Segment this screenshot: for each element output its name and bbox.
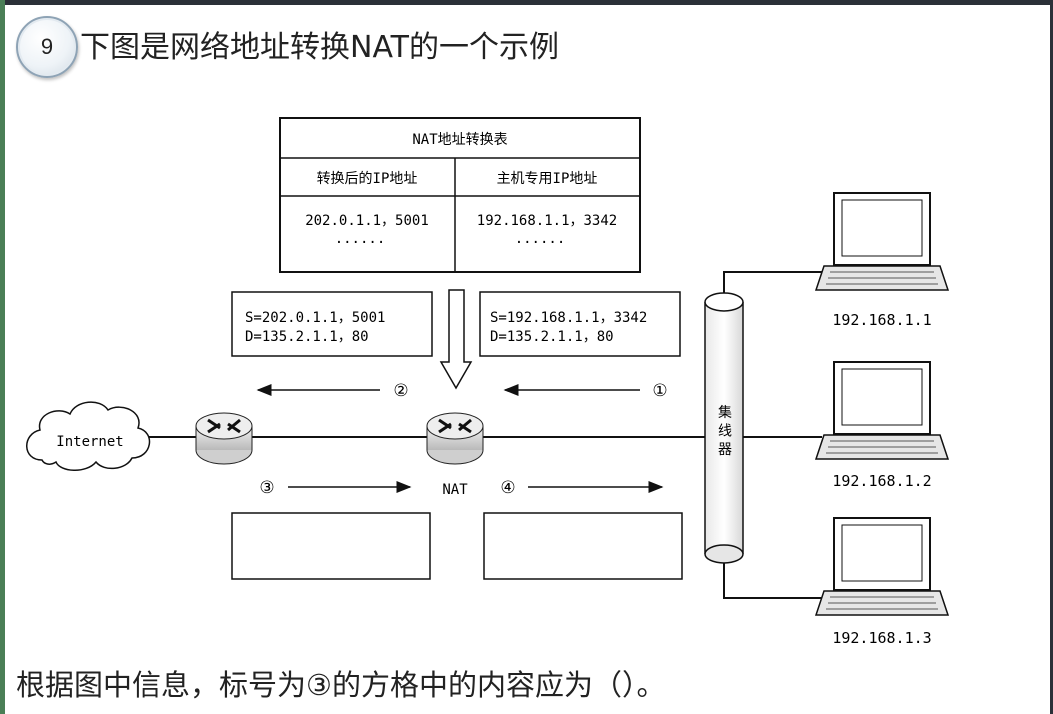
translate-down-arrow bbox=[439, 289, 473, 390]
marker-4: ④ bbox=[500, 478, 515, 498]
nat-table-cell-private: 192.168.1.1，3342 bbox=[477, 213, 617, 229]
laptop-icon-1 bbox=[814, 192, 950, 291]
hub-label: 集 线 器 bbox=[716, 404, 732, 456]
nat-router-icon bbox=[426, 412, 484, 465]
marker-2: ② bbox=[393, 381, 408, 401]
marker-1: ① bbox=[652, 381, 667, 401]
host-ip-2: 192.168.1.2 bbox=[832, 472, 931, 490]
page-title: 下图是网络地址转换NAT的一个示例 bbox=[80, 30, 559, 65]
window-right-border bbox=[1050, 0, 1053, 714]
answer-box-3 bbox=[231, 512, 431, 580]
host-ip-3: 192.168.1.3 bbox=[832, 629, 931, 647]
link-host-1 bbox=[723, 271, 826, 293]
nat-table-col-private: 主机专用IP地址 bbox=[497, 171, 598, 187]
laptop-icon-2 bbox=[814, 361, 950, 460]
nat-table: NAT地址转换表 转换后的IP地址 主机专用IP地址 202.0.1.1，500… bbox=[279, 117, 641, 273]
hub-icon: 集 线 器 bbox=[704, 292, 744, 564]
router-icon bbox=[195, 412, 253, 465]
laptop-icon-3 bbox=[814, 517, 950, 616]
nat-table-ellipsis-right: ······ bbox=[515, 235, 566, 251]
host-ip-1: 192.168.1.1 bbox=[832, 311, 931, 329]
nat-table-cell-translated: 202.0.1.1，5001 bbox=[305, 213, 429, 229]
packet-left-dest: D=135.2.1.1，80 bbox=[245, 329, 369, 345]
packet-box-right-top: S=192.168.1.1，3342 D=135.2.1.1，80 bbox=[479, 291, 681, 357]
packet-right-source: S=192.168.1.1，3342 bbox=[490, 310, 647, 326]
window-top-border bbox=[0, 0, 1053, 5]
nat-table-title: NAT地址转换表 bbox=[412, 131, 507, 148]
nat-table-col-translated: 转换后的IP地址 bbox=[317, 170, 418, 187]
nat-table-ellipsis-left: ······ bbox=[335, 235, 386, 251]
packet-right-dest: D=135.2.1.1，80 bbox=[490, 329, 614, 345]
question-number-badge: 9 bbox=[16, 16, 78, 78]
packet-left-source: S=202.0.1.1，5001 bbox=[245, 310, 385, 326]
internet-label: Internet bbox=[56, 434, 123, 450]
marker-3: ③ bbox=[259, 478, 274, 498]
internet-cloud-icon: Internet bbox=[26, 401, 151, 471]
nat-label: NAT bbox=[442, 482, 468, 498]
answer-box-4 bbox=[483, 512, 683, 580]
question-text: 根据图中信息，标号为③的方格中的内容应为（）。 bbox=[16, 668, 666, 702]
window-left-border bbox=[0, 0, 5, 714]
packet-box-left-top: S=202.0.1.1，5001 D=135.2.1.1，80 bbox=[231, 291, 433, 357]
link-host-3 bbox=[723, 563, 826, 599]
question-number: 9 bbox=[40, 34, 54, 59]
